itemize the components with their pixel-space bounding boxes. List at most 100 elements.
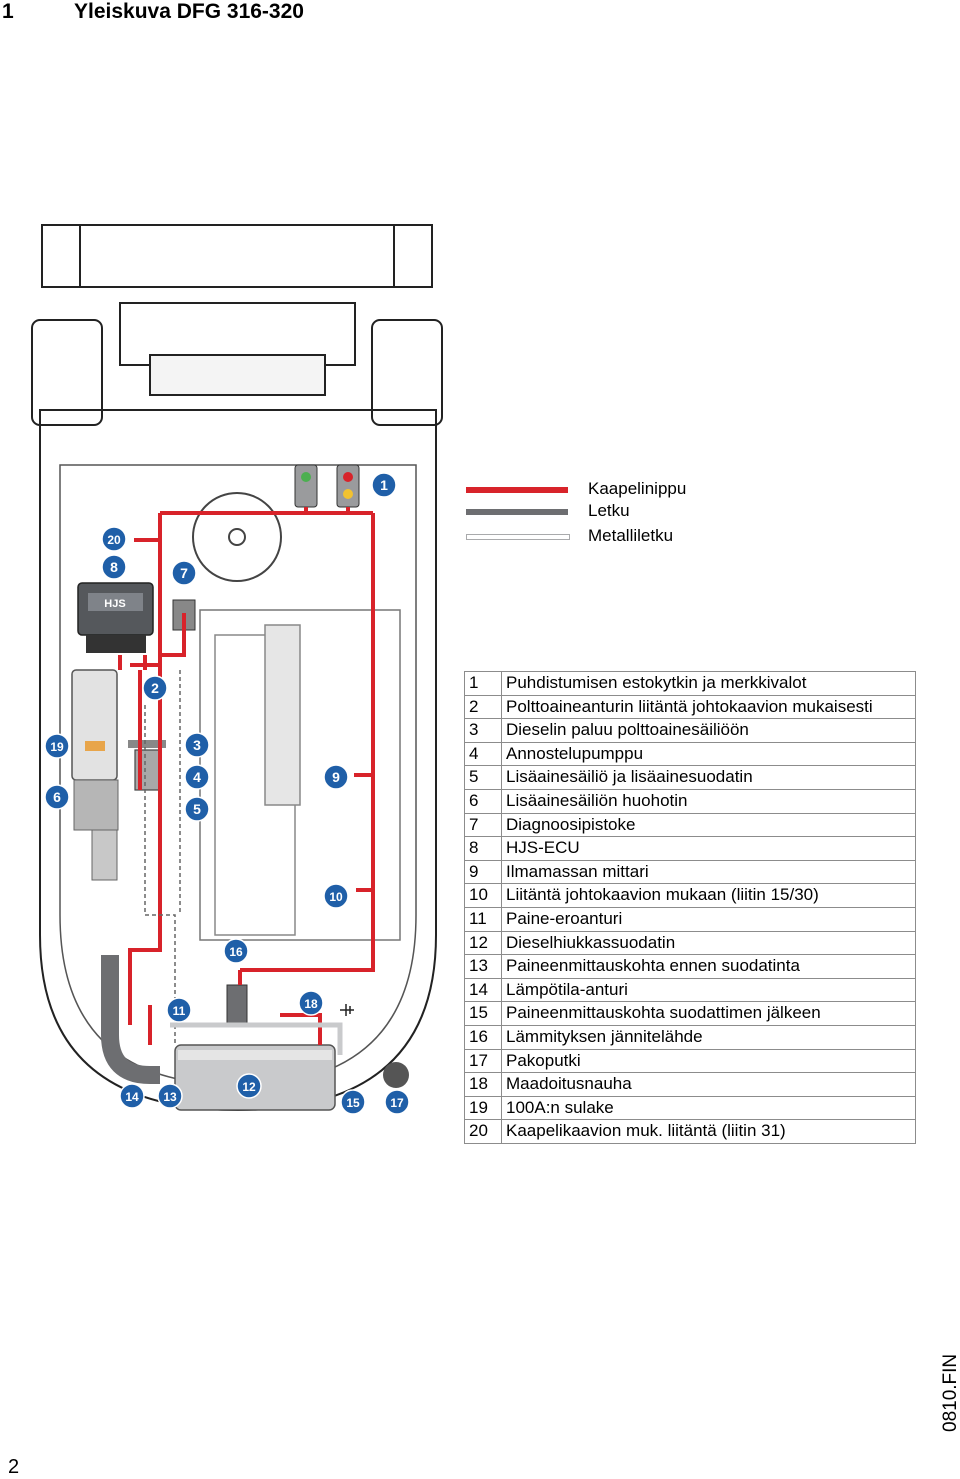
callout-number: 12 — [242, 1080, 256, 1094]
hose-swatch — [466, 509, 568, 515]
part-number: 3 — [464, 718, 502, 743]
callout-badge — [223, 938, 249, 964]
front-right-wheel — [371, 319, 443, 426]
part-label: Paine-eroanturi — [501, 906, 916, 932]
callout-badge — [101, 554, 127, 580]
callout-number: 8 — [110, 559, 118, 575]
part-label: Paineenmittauskohta suodattimen jälkeen — [501, 1001, 916, 1026]
callout-3: 3 — [184, 732, 210, 758]
fork-carriage — [41, 224, 433, 288]
callout-16: 16 — [223, 938, 249, 964]
callout-badge — [184, 764, 210, 790]
additive-tank — [71, 669, 119, 881]
callout-15: 15 — [340, 1089, 366, 1115]
exhaust-pipe — [101, 955, 160, 1084]
legend-item: Kaapelinippu — [466, 478, 766, 502]
callout-badge — [323, 764, 349, 790]
callout-number: 9 — [332, 769, 340, 785]
callout-number: 3 — [193, 737, 201, 753]
heater-supply — [226, 984, 248, 1028]
page-number: 2 — [8, 1456, 20, 1478]
part-number: 5 — [464, 765, 502, 790]
callout-number: 6 — [53, 789, 61, 805]
part-label: Annostelupumppu — [501, 741, 916, 767]
part-number: 6 — [464, 788, 502, 814]
callout-badge — [184, 732, 210, 758]
part-number: 20 — [464, 1119, 502, 1144]
callout-1: 1 — [371, 472, 397, 498]
callout-number: 5 — [193, 801, 201, 817]
callout-10: 10 — [323, 883, 349, 909]
part-number: 15 — [464, 1001, 502, 1026]
callout-8: 8 — [101, 554, 127, 580]
callout-number: 17 — [390, 1096, 404, 1110]
part-number: 1 — [464, 671, 502, 696]
callout-6: 6 — [44, 784, 70, 810]
callout-badge — [101, 526, 127, 552]
exhaust-tail — [383, 1062, 409, 1088]
part-number: 17 — [464, 1048, 502, 1074]
part-label: Lämpötila-anturi — [501, 977, 916, 1003]
page-title: Yleiskuva DFG 316-320 — [74, 0, 304, 23]
part-label: Pakoputki — [501, 1048, 916, 1074]
part-number: 8 — [464, 836, 502, 861]
callout-number: 1 — [380, 477, 388, 493]
part-number: 7 — [464, 812, 502, 838]
callout-badge — [323, 883, 349, 909]
callout-19: 19 — [44, 733, 70, 759]
callout-20: 20 — [101, 526, 127, 552]
part-number: 11 — [464, 906, 502, 932]
part-label: 100A:n sulake — [501, 1095, 916, 1121]
callout-number: 4 — [193, 769, 201, 785]
part-number: 12 — [464, 930, 502, 956]
callout-badge — [142, 675, 168, 701]
callout-11: 11 — [166, 997, 192, 1023]
callout-17: 17 — [384, 1089, 410, 1115]
callout-number: 15 — [346, 1096, 360, 1110]
callout-number: 19 — [50, 740, 64, 754]
ecu-logo: HJS — [104, 598, 125, 610]
part-number: 10 — [464, 883, 502, 908]
document-code: 0810.FIN — [940, 1353, 960, 1432]
callout-badge — [184, 796, 210, 822]
part-label: Polttoaineanturin liitäntä johtokaavion … — [501, 694, 916, 720]
callout-14: 14 — [119, 1083, 145, 1109]
legend-label: Metalliletku — [588, 526, 674, 545]
callout-12: 12 — [236, 1073, 262, 1099]
part-number: 13 — [464, 954, 502, 979]
part-label: Puhdistumisen estokytkin ja merkkivalot — [501, 671, 916, 696]
callout-badge — [171, 560, 197, 586]
legend-label: Kaapelinippu — [588, 479, 687, 498]
cable-bundle-swatch — [466, 487, 568, 493]
callout-9: 9 — [323, 764, 349, 790]
part-label: HJS-ECU — [501, 836, 916, 861]
steering-wheel — [192, 492, 282, 582]
callout-number: 2 — [151, 680, 159, 696]
air-intake — [264, 624, 301, 806]
additive-lines — [144, 670, 181, 1045]
particle-filter — [174, 1044, 409, 1111]
part-label: Liitäntä johtokaavion mukaan (liitin 15/… — [501, 883, 916, 908]
legend-item: Letku — [466, 500, 766, 524]
part-label: Lisäainesäiliön huohotin — [501, 788, 916, 814]
callout-4: 4 — [184, 764, 210, 790]
hjs-ecu: HJS — [77, 582, 154, 653]
part-number: 4 — [464, 741, 502, 767]
callout-2: 2 — [142, 675, 168, 701]
callout-badge — [384, 1089, 410, 1115]
callout-number: 20 — [107, 533, 121, 547]
